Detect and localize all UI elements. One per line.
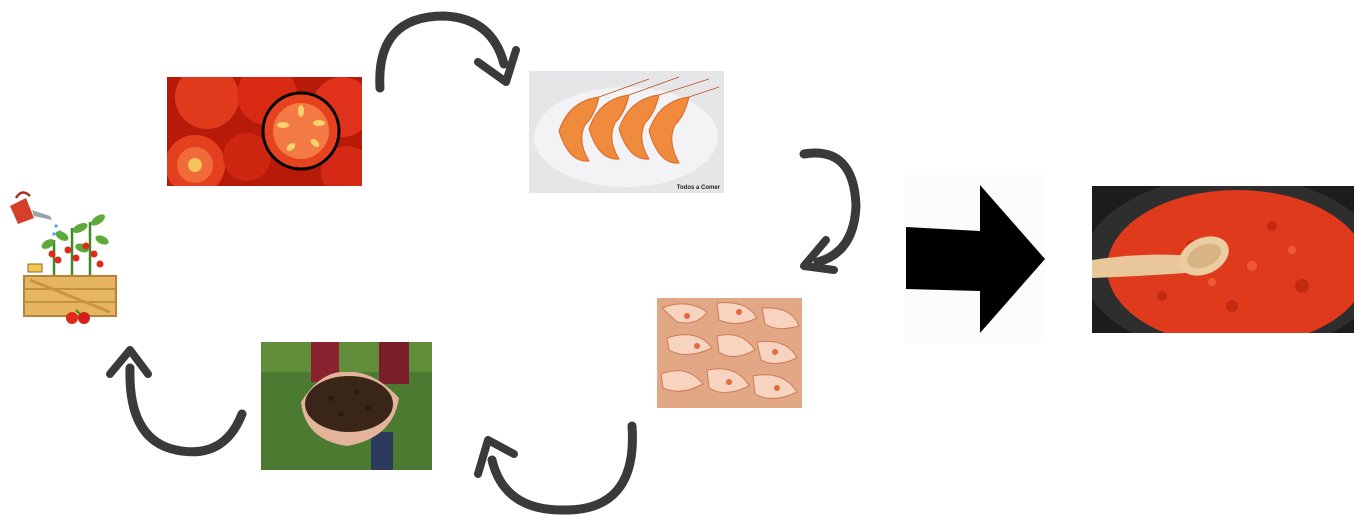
curved-arrow-shrimp-to-shells xyxy=(796,148,866,276)
curved-arrow-shells-to-compost xyxy=(470,420,642,516)
tomato-sauce-photo xyxy=(1092,186,1354,333)
curved-arrow-compost-to-plant xyxy=(100,344,250,462)
tomato-plant-icon xyxy=(6,188,118,326)
watering-can-icon xyxy=(10,192,62,235)
tomatoes-photo xyxy=(167,77,362,186)
shrimp-shells-photo xyxy=(657,298,802,408)
tomato-vine-icon xyxy=(40,212,110,276)
compost-photo xyxy=(261,342,432,470)
block-arrow-icon xyxy=(904,175,1046,343)
watermark-text: Todos a Comer xyxy=(677,185,720,191)
shrimp-photo: Todos a Comer xyxy=(529,71,724,193)
curved-arrow-tomatoes-to-shrimp xyxy=(372,10,522,96)
wooden-crate-icon xyxy=(24,276,116,316)
